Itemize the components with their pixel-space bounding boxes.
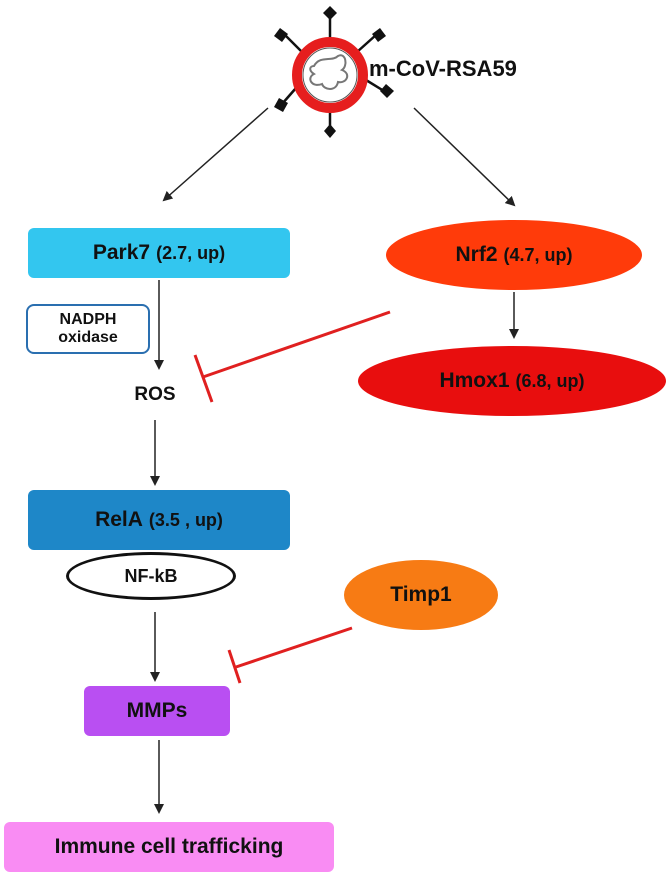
edge-nrf2-inhibits-ros bbox=[193, 310, 391, 403]
nrf2-node: Nrf2 (4.7, up) bbox=[386, 220, 642, 290]
edge-virus-to-nrf2 bbox=[413, 107, 516, 207]
rela-name: RelA bbox=[95, 508, 143, 531]
park7-node: Park7 (2.7, up) bbox=[28, 228, 290, 278]
park7-name: Park7 bbox=[92, 241, 151, 264]
nadph-line2: oxidase bbox=[58, 329, 118, 346]
rela-node: RelA (3.5 , up) bbox=[28, 490, 290, 550]
nfkb-node: NF-kB bbox=[66, 552, 236, 600]
ros-label: ROS bbox=[134, 384, 176, 405]
rela-detail: (3.5 , up) bbox=[148, 509, 223, 530]
nfkb-label: NF-kB bbox=[124, 565, 178, 586]
nrf2-name: Nrf2 bbox=[455, 243, 498, 266]
edge-timp1-inhibits-mmps bbox=[227, 626, 353, 684]
immune-trafficking-node: Immune cell trafficking bbox=[4, 822, 334, 872]
nadph-oxidase-node: NADPH oxidase bbox=[26, 304, 150, 354]
hmox1-detail: (6.8, up) bbox=[515, 370, 585, 391]
hmox1-node: Hmox1 (6.8, up) bbox=[358, 346, 666, 416]
hmox1-name: Hmox1 bbox=[439, 369, 510, 392]
ros-node: ROS bbox=[110, 380, 200, 410]
park7-detail: (2.7, up) bbox=[156, 242, 226, 263]
immune-label: Immune cell trafficking bbox=[54, 835, 284, 858]
coronavirus-icon bbox=[274, 6, 394, 138]
timp1-label: Timp1 bbox=[390, 583, 452, 606]
nadph-line1: NADPH bbox=[59, 311, 117, 328]
mmps-node: MMPs bbox=[84, 686, 230, 736]
edge-virus-to-park7 bbox=[162, 107, 269, 202]
nrf2-detail: (4.7, up) bbox=[503, 244, 573, 265]
virus-label: m-CoV-RSA59 bbox=[369, 56, 517, 81]
timp1-node: Timp1 bbox=[344, 560, 498, 630]
mmps-label: MMPs bbox=[126, 699, 188, 722]
